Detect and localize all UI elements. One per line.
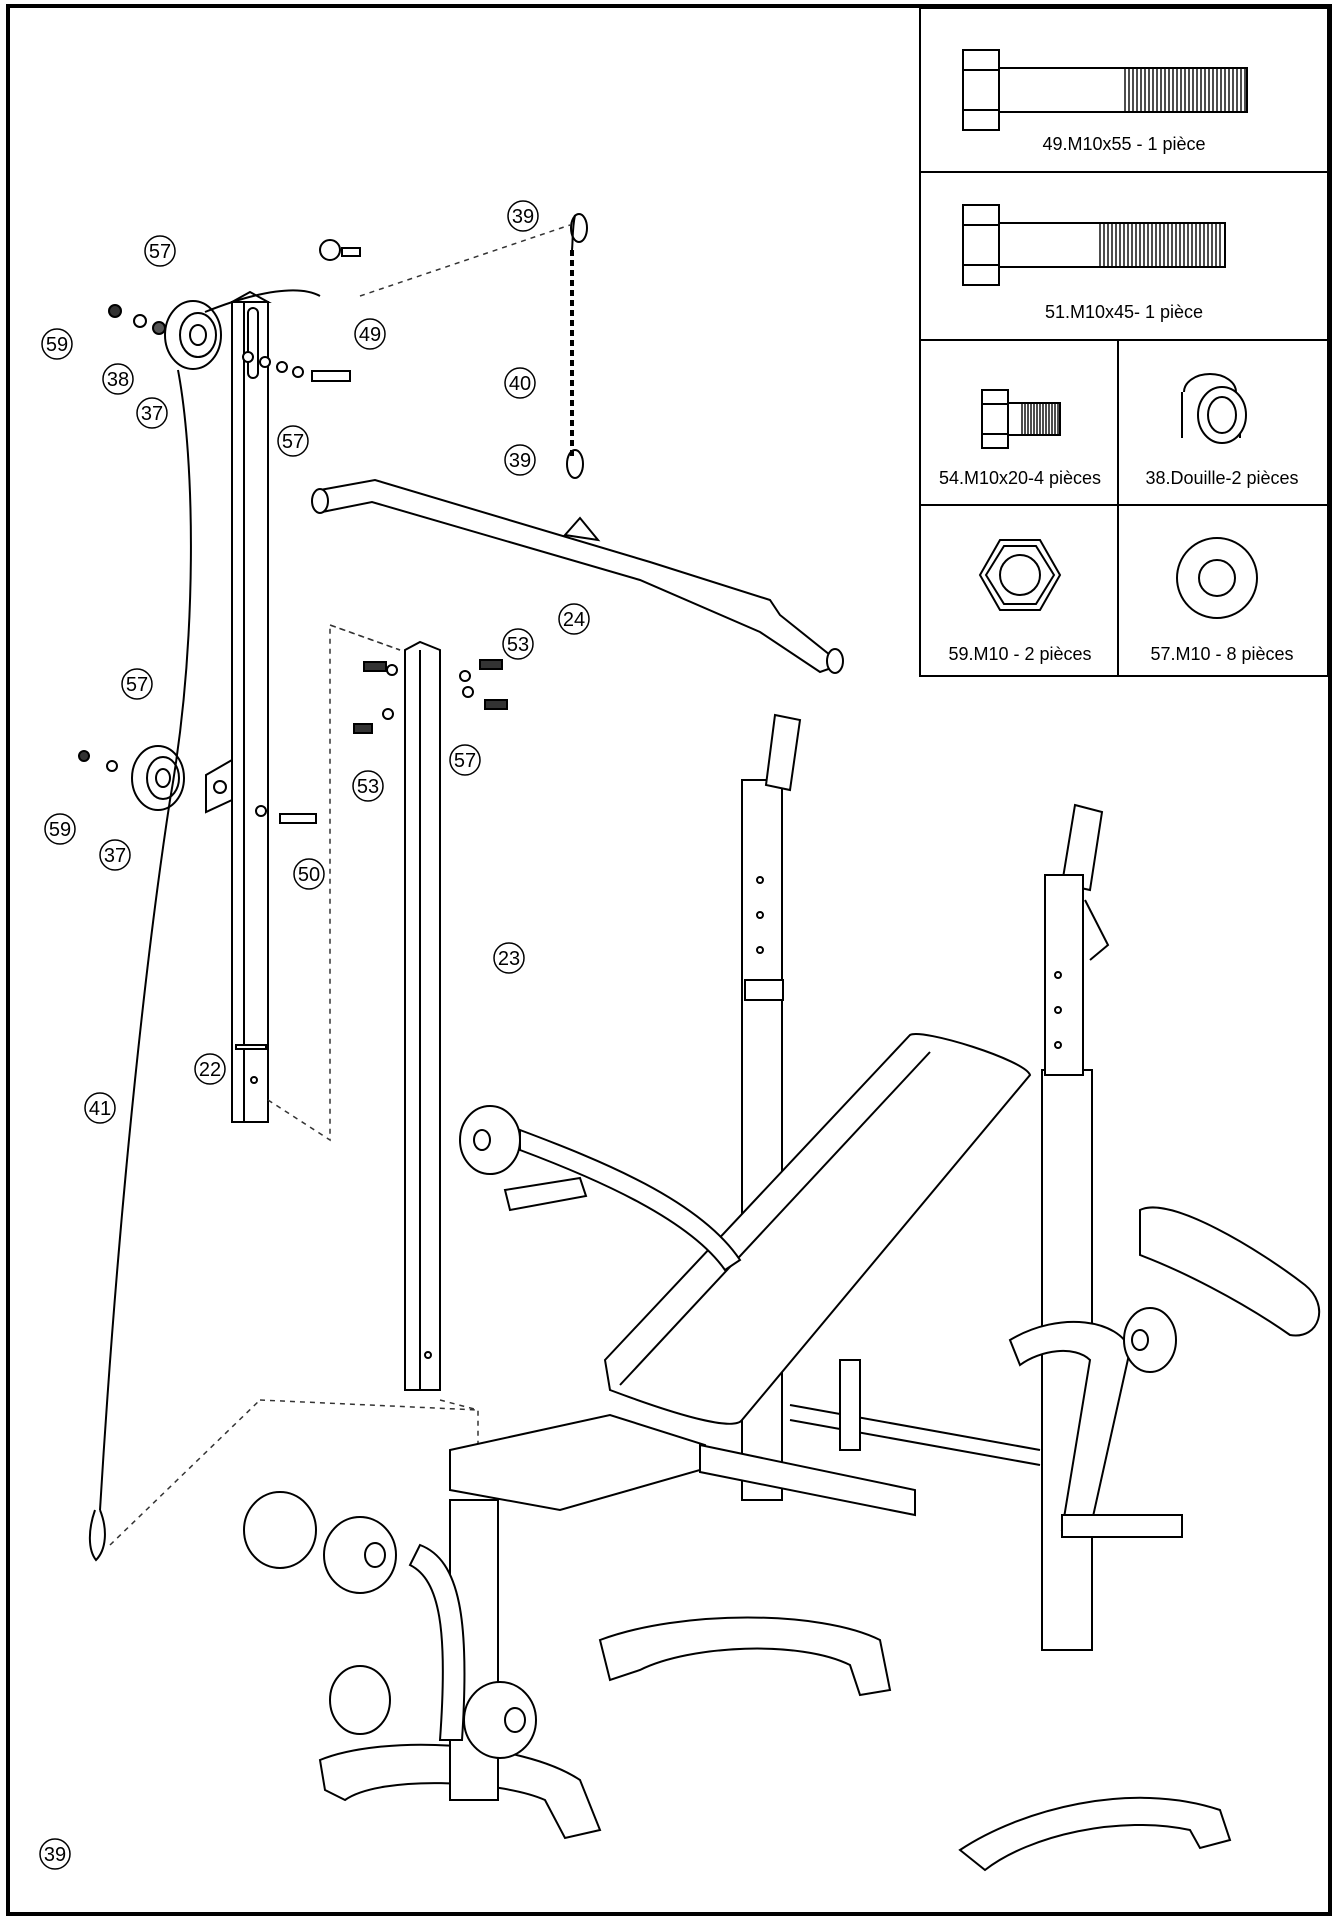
callout-label: 59	[49, 819, 71, 841]
chain-40	[566, 213, 588, 479]
callout-c59b: 59	[44, 813, 76, 845]
callout-c50: 50	[293, 858, 325, 890]
callout-label: 23	[498, 948, 520, 970]
callout-label: 57	[454, 750, 476, 772]
callout-label: 40	[509, 373, 531, 395]
callout-label: 53	[357, 776, 379, 798]
callout-label: 41	[89, 1098, 111, 1120]
callout-c39a: 39	[507, 200, 539, 232]
bolt-short-icon	[981, 389, 1061, 449]
callout-c39c: 39	[39, 1838, 71, 1870]
callout-c57d: 57	[121, 668, 153, 700]
bolt-long-icon	[962, 49, 1248, 131]
upright-post-22	[205, 301, 269, 1123]
callout-label: 22	[199, 1059, 221, 1081]
callout-label: 39	[509, 450, 531, 472]
lat-bar-24	[311, 478, 844, 674]
upper-pulley-37	[164, 300, 222, 370]
callout-c53a: 53	[502, 628, 534, 660]
callout-label: 49	[359, 324, 381, 346]
callout-label: 24	[563, 609, 585, 631]
guide-lines	[109, 224, 571, 1546]
part-caption-51: 51.M10x45- 1 pièce	[1045, 302, 1203, 322]
hex-nut-icon	[978, 539, 1062, 611]
callout-label: 57	[149, 241, 171, 263]
callout-labels: 59 57 38 37 49 57 39 40 39 24 53 57 53 57 59 37 50 23 22 41…	[39, 200, 590, 1870]
part-caption-49: 49.M10x55 - 1 pièce	[1042, 134, 1205, 154]
bolt-medium-icon	[962, 204, 1226, 286]
part-caption-57: 57.M10 - 8 pièces	[1150, 644, 1293, 664]
bushing-icon	[1178, 373, 1247, 444]
bench-frame	[243, 713, 1321, 1872]
part-caption-38: 38.Douille-2 pièces	[1145, 468, 1298, 488]
part-caption-59: 59.M10 - 2 pièces	[948, 644, 1091, 664]
callout-label: 37	[104, 845, 126, 867]
callout-label: 38	[107, 369, 129, 391]
callout-c59a: 59	[41, 328, 73, 360]
callout-label: 39	[44, 1844, 66, 1866]
upright-post-23	[404, 640, 441, 1391]
callout-label: 53	[507, 634, 529, 656]
callout-c38: 38	[102, 363, 134, 395]
callout-c39b: 39	[504, 444, 536, 476]
callout-c57a: 57	[144, 235, 176, 267]
callout-label: 50	[298, 864, 320, 886]
part-caption-54: 54.M10x20-4 pièces	[939, 468, 1101, 488]
cable-41	[88, 289, 321, 1562]
callout-label: 59	[46, 334, 68, 356]
callout-c37a: 37	[136, 397, 168, 429]
callout-c57c: 57	[449, 744, 481, 776]
drawing-lines	[78, 213, 1321, 1872]
parts-table	[919, 7, 1329, 677]
callout-c40: 40	[504, 367, 536, 399]
callout-label: 39	[512, 206, 534, 228]
washer-icon	[1176, 537, 1258, 619]
callout-label: 37	[141, 403, 163, 425]
callout-c22: 22	[194, 1053, 226, 1085]
callout-c57b: 57	[277, 425, 309, 457]
callout-label: 57	[126, 674, 148, 696]
callout-c24: 24	[558, 603, 590, 635]
page-border	[6, 4, 1332, 1916]
callout-label: 57	[282, 431, 304, 453]
callout-c37b: 37	[99, 839, 131, 871]
callout-c49: 49	[354, 318, 386, 350]
callout-c23: 23	[493, 942, 525, 974]
callout-c41: 41	[84, 1092, 116, 1124]
callout-c53b: 53	[352, 770, 384, 802]
